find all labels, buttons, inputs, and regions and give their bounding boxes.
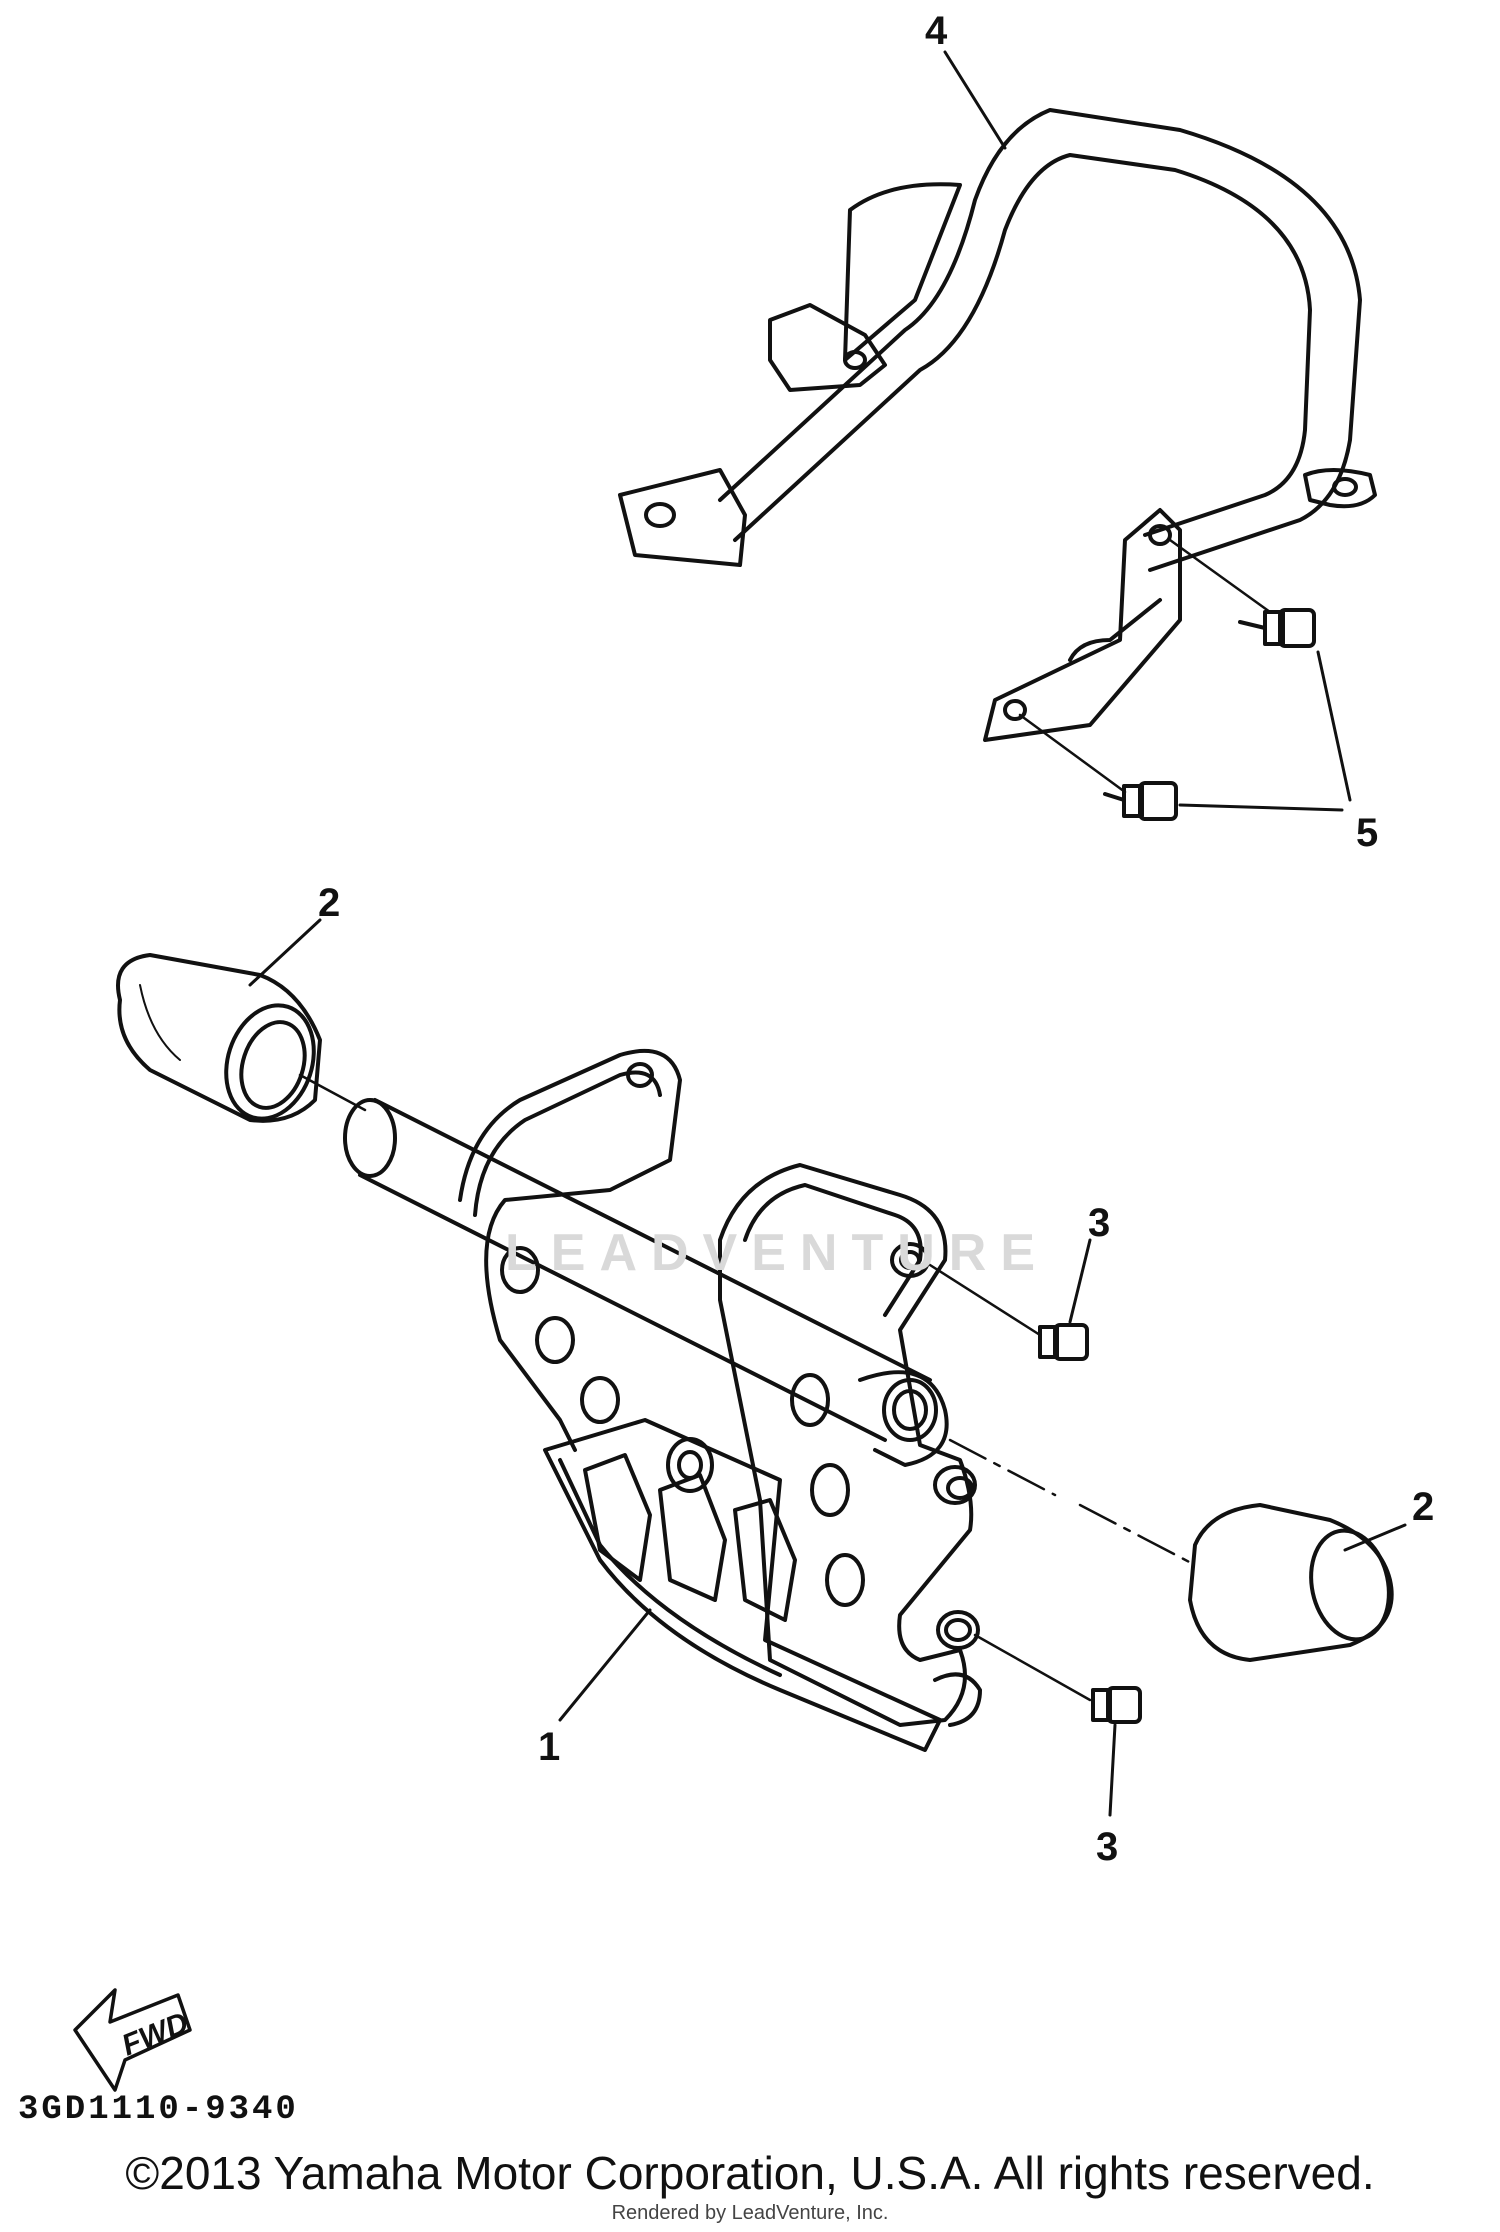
copyright-text: ©2013 Yamaha Motor Corporation, U.S.A. A… — [125, 2147, 1375, 2199]
watermark-text: LEADVENTURE — [505, 1224, 1049, 1282]
part-3-bolt-upper — [1038, 1323, 1089, 1361]
callout-4: 4 — [925, 9, 948, 53]
callout-2-left: 2 — [318, 881, 340, 925]
part-3-bolt-lower — [1091, 1686, 1142, 1724]
part-5-bolt-lower — [1103, 781, 1178, 821]
callout-5: 5 — [1356, 811, 1378, 855]
part-2-axle-cap-left — [116, 953, 322, 1123]
part-5-centerlines — [1018, 538, 1272, 794]
part-4-grab-bar — [618, 108, 1377, 742]
callout-2-right: 2 — [1412, 1485, 1434, 1529]
callout-1: 1 — [538, 1725, 560, 1769]
assembly-centerlines — [298, 1073, 1197, 1702]
part-1-chain-guard — [343, 1048, 982, 1752]
rendered-by-text: Rendered by LeadVenture, Inc. — [611, 2202, 889, 2224]
part-5-bolt-upper — [1238, 608, 1316, 648]
part-2-axle-cap-right — [1188, 1503, 1394, 1662]
leader-lines — [248, 50, 1407, 1817]
diagram-code: 3GD1110-9340 — [18, 2091, 299, 2129]
callout-3-lower: 3 — [1096, 1825, 1118, 1869]
callout-3-upper: 3 — [1088, 1201, 1110, 1245]
fwd-arrow-icon — [73, 1988, 192, 2092]
